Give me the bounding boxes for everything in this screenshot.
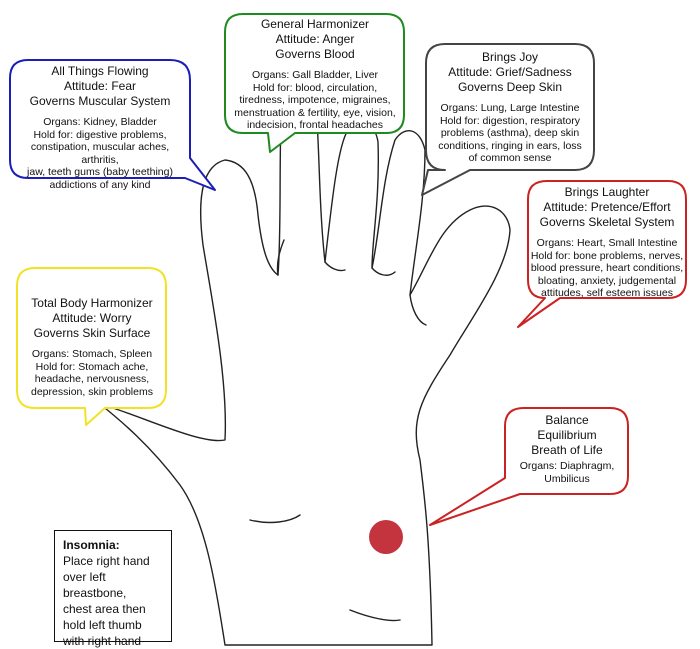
finger-crease-4 — [409, 294, 427, 326]
finger-crease-3 — [371, 267, 396, 276]
callout-middle-box — [421, 43, 595, 196]
callout-palm: Balance Equilibrium Breath of Life Organ… — [508, 413, 626, 485]
callout-palm-title: Balance — [545, 413, 589, 427]
callout-thumb-body: Organs: Kidney, Bladder Hold for: digest… — [12, 116, 188, 191]
callout-index-governs: Governs Blood — [275, 47, 355, 61]
callout-middle-line: conditions, ringing in ears, loss — [438, 139, 582, 152]
callout-thumb-box — [9, 59, 216, 191]
callout-ring-header: Brings Laughter Attitude: Pretence/Effor… — [530, 185, 684, 230]
callout-middle-header: Brings Joy Attitude: Grief/Sadness Gover… — [428, 50, 592, 95]
callout-little-line: depression, skin problems — [31, 385, 153, 398]
callout-thumb-line: Hold for: digestive problems, — [33, 128, 167, 141]
callout-thumb-line: constipation, muscular aches, arthritis, — [30, 141, 170, 166]
callout-ring-line: Hold for: bone problems, nerves, — [530, 249, 684, 262]
insomnia-line: over left — [63, 570, 106, 584]
callout-palm-line: Organs: Diaphragm, — [519, 460, 615, 472]
callout-palm-line: Umbilicus — [544, 472, 590, 485]
callout-thumb-governs: Governs Muscular System — [29, 94, 171, 108]
callout-index-line: Organs: Gall Bladder, Liver — [251, 69, 379, 81]
wrist-crease — [349, 609, 401, 622]
insomnia-line: with right hand — [63, 634, 142, 648]
callout-thumb-title: All Things Flowing — [51, 64, 149, 78]
callout-thumb: All Things Flowing Attitude: Fear Govern… — [12, 64, 188, 191]
callout-index: General Harmonizer Attitude: Anger Gover… — [228, 17, 402, 132]
callout-little-line: Hold for: Stomach ache, — [35, 360, 149, 373]
insomnia-line: breastbone, — [63, 586, 127, 600]
callout-palm-governs: Breath of Life — [531, 443, 603, 457]
callout-ring-governs: Governs Skeletal System — [539, 215, 675, 229]
callout-index-attitude: Attitude: Anger — [275, 32, 355, 46]
callout-index-line: Hold for: blood, circulation, — [252, 81, 378, 94]
finger-crease-1 — [276, 239, 285, 276]
callout-index-box — [224, 13, 405, 153]
callout-little-box — [16, 267, 167, 426]
callout-little-body: Organs: Stomach, Spleen Hold for: Stomac… — [20, 348, 164, 398]
callout-ring-attitude: Attitude: Pretence/Effort — [543, 200, 671, 214]
insomnia-box: Insomnia: Place right hand over left bre… — [54, 530, 172, 648]
palm-crease — [249, 514, 301, 524]
callout-palm-box — [429, 407, 629, 526]
callout-ring: Brings Laughter Attitude: Pretence/Effor… — [530, 185, 684, 300]
callout-ring-line: blood pressure, heart conditions, — [530, 262, 684, 274]
callout-little-line: headache, nervousness, — [34, 373, 150, 385]
callout-little-attitude: Attitude: Worry — [52, 311, 132, 325]
callout-ring-line: Organs: Heart, Small Intestine — [536, 237, 678, 249]
callout-ring-body: Organs: Heart, Small Intestine Hold for:… — [530, 237, 684, 300]
callout-index-title: General Harmonizer — [260, 17, 370, 31]
hand-outline — [99, 77, 511, 646]
callout-little-line: Organs: Stomach, Spleen — [31, 348, 153, 360]
insomnia-line: Place right hand — [63, 554, 150, 568]
callout-index-body: Organs: Gall Bladder, Liver Hold for: bl… — [228, 69, 402, 132]
insomnia-title: Insomnia: — [63, 538, 120, 552]
callout-ring-line: bloating, anxiety, judgemental — [537, 274, 677, 287]
callout-middle-line: Hold for: digestion, respiratory — [439, 114, 581, 127]
callout-index-line: menstruation & fertility, eye, vision, — [234, 106, 396, 119]
callout-middle-attitude: Attitude: Grief/Sadness — [448, 65, 572, 79]
balance-point-dot — [369, 520, 403, 554]
insomnia-line: hold left thumb — [63, 618, 142, 632]
callout-palm-header: Balance Equilibrium Breath of Life — [508, 413, 626, 458]
callout-index-line: indecision, frontal headaches — [246, 119, 383, 131]
callout-ring-box — [517, 180, 687, 328]
callout-thumb-line: Organs: Kidney, Bladder — [43, 116, 157, 128]
callout-middle-body: Organs: Lung, Large Intestine Hold for: … — [428, 102, 592, 165]
callout-middle-line: Organs: Lung, Large Intestine — [440, 102, 580, 114]
callout-middle-title: Brings Joy — [481, 50, 539, 64]
callout-little: Total Body Harmonizer Attitude: Worry Go… — [20, 296, 164, 398]
callout-index-line: tiredness, impotence, migraines, — [239, 94, 391, 106]
callout-thumb-line: addictions of any kind — [49, 178, 151, 191]
callout-little-governs: Governs Skin Surface — [33, 326, 151, 340]
callout-thumb-line: jaw, teeth gums (baby teething) — [27, 166, 173, 178]
finger-crease-2 — [324, 261, 346, 272]
callout-thumb-attitude: Attitude: Fear — [63, 79, 137, 93]
callout-ring-title: Brings Laughter — [564, 185, 650, 199]
callout-middle-line: of common sense — [468, 152, 552, 164]
callout-middle-line: problems (asthma), deep skin — [440, 127, 580, 139]
callout-middle-governs: Governs Deep Skin — [457, 80, 563, 94]
callout-index-header: General Harmonizer Attitude: Anger Gover… — [228, 17, 402, 62]
callout-little-title: Total Body Harmonizer — [31, 296, 153, 310]
callout-little-header: Total Body Harmonizer Attitude: Worry Go… — [20, 296, 164, 341]
callout-palm-subtitle: Equilibrium — [537, 428, 597, 442]
insomnia-line: chest area then — [63, 602, 146, 616]
callout-ring-line: attitudes, self esteem issues — [541, 287, 673, 299]
callout-palm-body: Organs: Diaphragm, Umbilicus — [508, 460, 626, 485]
callout-thumb-header: All Things Flowing Attitude: Fear Govern… — [12, 64, 188, 109]
callout-middle: Brings Joy Attitude: Grief/Sadness Gover… — [428, 50, 592, 165]
